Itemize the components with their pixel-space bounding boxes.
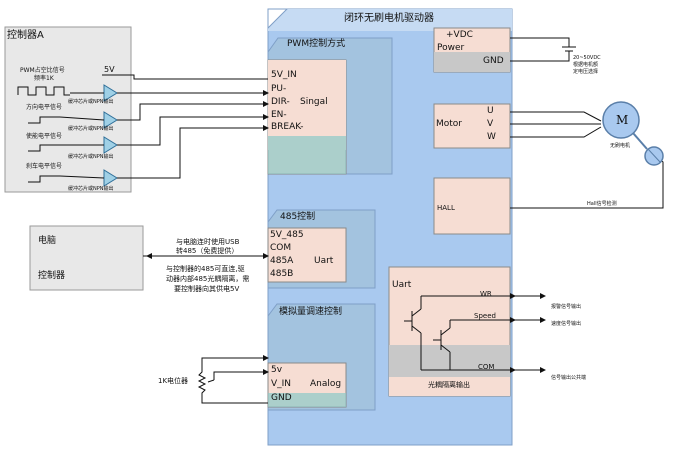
pin-485a: 485A	[270, 256, 294, 266]
output-wr: WR	[480, 290, 492, 298]
brake-signal-label: 刹车电平信号	[26, 163, 63, 170]
power-note-line2: 定电压选择	[573, 69, 599, 75]
pwm-block-title: PWM控制方式	[287, 39, 346, 49]
pin-break: BREAK-	[271, 122, 304, 132]
pin-5v-in: 5V_IN	[271, 70, 297, 80]
motor-icon	[602, 101, 664, 166]
output-speed: Speed	[474, 312, 496, 320]
hall-note: Hall信号检测	[587, 201, 617, 207]
enable-signal-label: 使能电平信号	[26, 133, 63, 140]
rs485-note-line1: 与电脑连时使用USB	[176, 238, 240, 246]
enable-signal-icon	[28, 144, 60, 152]
uart-text: Uart	[314, 256, 334, 266]
dir-signal-icon	[28, 116, 60, 124]
pwm-waveform-icon	[17, 86, 70, 96]
power-note-line1: 根据电机额	[573, 62, 599, 68]
potentiometer-label: 1K电位器	[158, 377, 189, 385]
transistor-icon	[404, 293, 516, 370]
rs485-note-line5: 要控制器向其供电5V	[174, 285, 240, 293]
power-label: Power	[437, 43, 465, 53]
output-block	[388, 266, 511, 397]
pc-box	[29, 225, 144, 291]
motor-caption: 无刷电机	[610, 143, 631, 149]
dir-signal-label: 方向电平信号	[26, 104, 63, 111]
phase-v: V	[487, 119, 494, 129]
pwm-control-block	[267, 37, 393, 175]
hall-block	[433, 177, 511, 235]
pin-gnd: GND	[271, 393, 292, 403]
power-block	[433, 27, 511, 73]
pin-dir: DIR-	[271, 97, 290, 107]
rs485-note-line2: 转485（免费提供）	[176, 247, 239, 255]
pin-5v-485: 5V_485	[270, 230, 304, 240]
pc-controller-label: 控制器	[38, 271, 66, 281]
pin-pu: PU-	[271, 84, 287, 94]
phase-u: U	[487, 106, 494, 116]
output-com: COM	[478, 363, 495, 371]
analog-block-title: 模拟量调速控制	[279, 307, 343, 317]
power-wiring	[510, 37, 576, 62]
rs485-control-block	[267, 209, 376, 289]
motor-block	[433, 103, 511, 149]
analog-text: Analog	[310, 379, 342, 389]
buffer-label: 缓冲芯片或NPN输出	[68, 126, 114, 132]
output-title: Uart	[392, 280, 412, 290]
buffer-label: 缓冲芯片或NPN输出	[68, 99, 114, 105]
pin-com: COM	[270, 243, 292, 253]
power-range-note: 20~50VDC	[573, 55, 601, 61]
pin-485b: 485B	[270, 269, 294, 279]
vdc-label: +VDC	[446, 30, 473, 40]
transistor-icon	[421, 317, 516, 373]
phase-w: W	[487, 132, 496, 142]
output-note-common: 信号输出公共端	[551, 375, 587, 381]
supply-label: 5V	[104, 65, 115, 74]
output-note-speed: 速度信号输出	[551, 321, 582, 327]
buffer-icon	[103, 84, 118, 187]
pin-v-in: V_IN	[271, 379, 292, 389]
pin-en: EN-	[271, 110, 287, 120]
pwm-freq-label: 频率1K	[34, 75, 54, 82]
pc-label: 电脑	[38, 236, 57, 246]
buffer-label: 缓冲芯片或NPN输出	[68, 186, 114, 192]
pin-5v: 5v	[271, 365, 283, 375]
output-footer: 光耦隔离输出	[428, 381, 470, 389]
rs485-block-title: 485控制	[280, 212, 316, 222]
buffer-label: 缓冲芯片或NPN输出	[68, 154, 114, 160]
hall-title: HALL	[437, 204, 455, 212]
motor-symbol: M	[616, 113, 629, 127]
output-note-alarm: 报警信号输出	[551, 304, 582, 310]
motor-title: Motor	[436, 119, 463, 129]
gnd-label: GND	[483, 56, 504, 66]
brake-signal-icon	[28, 175, 60, 183]
rs485-note-line3: 与控制器的485可直连,驱	[166, 265, 245, 273]
potentiometer-icon	[197, 355, 269, 404]
controller-a-box	[4, 26, 132, 193]
analog-control-block	[267, 303, 376, 411]
rs485-note-line4: 动器内部485光耦隔离，需	[166, 275, 250, 283]
pwm-signal-label: PWM占空比信号	[20, 67, 65, 74]
controller-a-title: 控制器A	[7, 30, 44, 41]
main-title: 闭环无刷电机驱动器	[344, 13, 434, 24]
pwm-signal-text: Singal	[300, 97, 328, 107]
